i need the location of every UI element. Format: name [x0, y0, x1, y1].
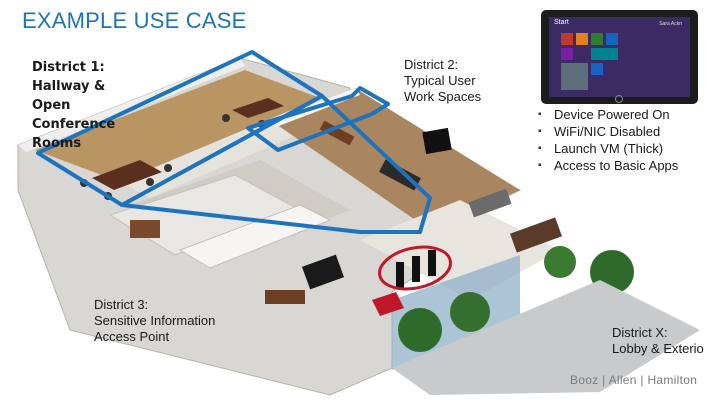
conference-table-1 [92, 160, 162, 190]
bush [544, 246, 576, 278]
user-label: Sara Ackn [659, 21, 682, 27]
tablet-device: Start Sara Ackn [541, 10, 698, 104]
app-tile[interactable] [561, 63, 588, 90]
district1-label: District 1: Hallway & Open Conference Ro… [32, 60, 116, 151]
district-hallway-outline [120, 94, 432, 234]
bullet-item: Device Powered On [538, 106, 678, 123]
district1-floor [35, 70, 320, 182]
bullet-item: Access to Basic Apps [538, 157, 678, 174]
bullet-item: Launch VM (Thick) [538, 140, 678, 157]
capability-bullet-list: Device Powered On WiFi/NIC Disabled Laun… [538, 106, 678, 174]
lobby-chair [372, 292, 404, 316]
tablet-start-screen: Start Sara Ackn [549, 17, 690, 97]
district3-label: District 3: Sensitive Information Access… [94, 297, 216, 344]
conference-table-2 [232, 98, 284, 118]
app-tile[interactable] [591, 33, 603, 45]
district2-outline [246, 86, 390, 152]
company-logo: Booz | Allen | Hamilton [570, 373, 698, 387]
access-point-highlight [378, 245, 452, 291]
start-label: Start [554, 19, 569, 26]
district2-label: District 2: Typical User Work Spaces [404, 57, 482, 104]
app-tile[interactable] [576, 33, 588, 45]
bush [450, 292, 490, 332]
app-tile[interactable] [606, 33, 618, 45]
windows-home-button[interactable] [615, 95, 623, 103]
districtx-label: District X: Lobby & Exterio [612, 325, 704, 356]
app-tile[interactable] [561, 48, 573, 60]
app-tile[interactable] [561, 33, 573, 45]
bullet-item: WiFi/NIC Disabled [538, 123, 678, 140]
app-tile[interactable] [591, 48, 618, 60]
district2-floor [270, 88, 520, 230]
app-tile[interactable] [591, 63, 603, 75]
slide-title: EXAMPLE USE CASE [22, 8, 247, 33]
bush [398, 308, 442, 352]
exterior-pavement [392, 280, 700, 395]
